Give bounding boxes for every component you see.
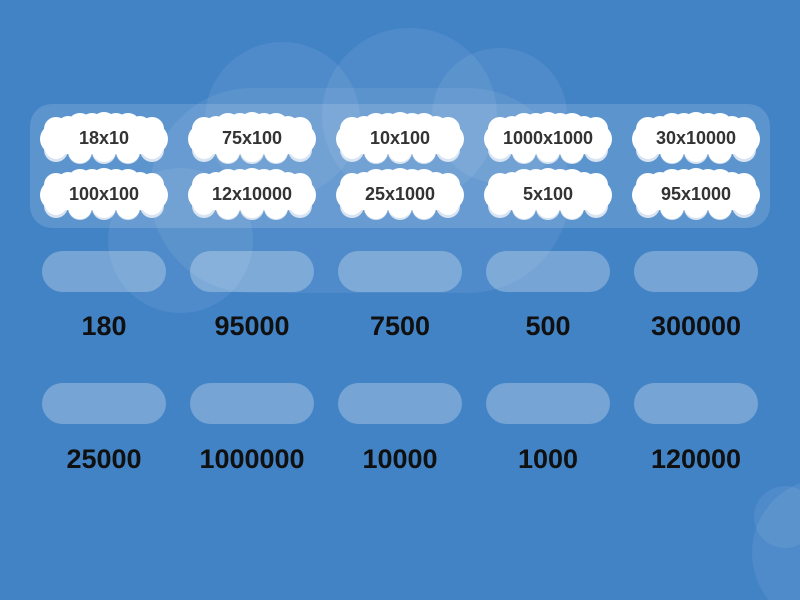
drop-zone[interactable] [190, 251, 314, 292]
drop-zone-row [30, 251, 770, 292]
answer-label: 180 [81, 311, 127, 341]
cloud-shape-icon [336, 112, 464, 164]
cloud-shape-icon [484, 168, 612, 220]
answer-label: 500 [525, 311, 571, 341]
tile-tray: 18x10 75x100 10x100 1000x1000 30x10000 [30, 104, 770, 228]
answer-label-row: 180 95000 7500 500 300000 [30, 311, 770, 341]
draggable-tile[interactable]: 18x10 [36, 112, 172, 164]
tile-label: 25x1000 [364, 184, 436, 204]
draggable-tile[interactable]: 10x100 [332, 112, 468, 164]
answer-label: 10000 [362, 444, 438, 474]
answer-label: 300000 [650, 311, 742, 341]
tile-row: 100x100 12x10000 25x1000 5x100 95x1000 [36, 168, 764, 220]
tile-label: 18x10 [78, 128, 130, 148]
answer-label: 1000 [517, 444, 579, 474]
tile-row: 18x10 75x100 10x100 1000x1000 30x10000 [36, 112, 764, 164]
tile-label: 30x10000 [655, 128, 737, 148]
background-cloud [754, 486, 800, 548]
draggable-tile[interactable]: 12x10000 [184, 168, 320, 220]
drop-zone-row [30, 383, 770, 424]
tile-label: 5x100 [522, 184, 574, 204]
answer-label: 95000 [214, 311, 290, 341]
tile-label: 12x10000 [211, 184, 293, 204]
answer-label: 120000 [650, 444, 742, 474]
drop-zone[interactable] [634, 383, 758, 424]
draggable-tile[interactable]: 100x100 [36, 168, 172, 220]
draggable-tile[interactable]: 5x100 [480, 168, 616, 220]
cloud-shape-icon [188, 168, 316, 220]
answer-label: 1000000 [199, 444, 305, 474]
tile-label: 100x100 [68, 184, 140, 204]
tile-label: 1000x1000 [502, 128, 594, 148]
cloud-shape-icon [40, 112, 168, 164]
draggable-tile[interactable]: 1000x1000 [480, 112, 616, 164]
answer-label-row: 25000 1000000 10000 1000 120000 [30, 444, 770, 474]
drop-zone[interactable] [486, 251, 610, 292]
cloud-shape-icon [484, 112, 612, 164]
drop-zone[interactable] [190, 383, 314, 424]
draggable-tile[interactable]: 75x100 [184, 112, 320, 164]
drop-zone[interactable] [42, 251, 166, 292]
tile-label: 10x100 [369, 128, 431, 148]
cloud-shape-icon [40, 168, 168, 220]
draggable-tile[interactable]: 25x1000 [332, 168, 468, 220]
draggable-tile[interactable]: 95x1000 [628, 168, 764, 220]
drop-zone[interactable] [42, 383, 166, 424]
cloud-shape-icon [632, 168, 760, 220]
drop-zone[interactable] [338, 383, 462, 424]
tile-label: 75x100 [221, 128, 283, 148]
answer-label: 7500 [369, 311, 431, 341]
cloud-shape-icon [632, 112, 760, 164]
tile-label: 95x1000 [660, 184, 732, 204]
drop-zone[interactable] [634, 251, 758, 292]
cloud-shape-icon [188, 112, 316, 164]
draggable-tile[interactable]: 30x10000 [628, 112, 764, 164]
answer-label: 25000 [66, 444, 142, 474]
cloud-shape-icon [336, 168, 464, 220]
drop-zone[interactable] [338, 251, 462, 292]
drop-zone[interactable] [486, 383, 610, 424]
